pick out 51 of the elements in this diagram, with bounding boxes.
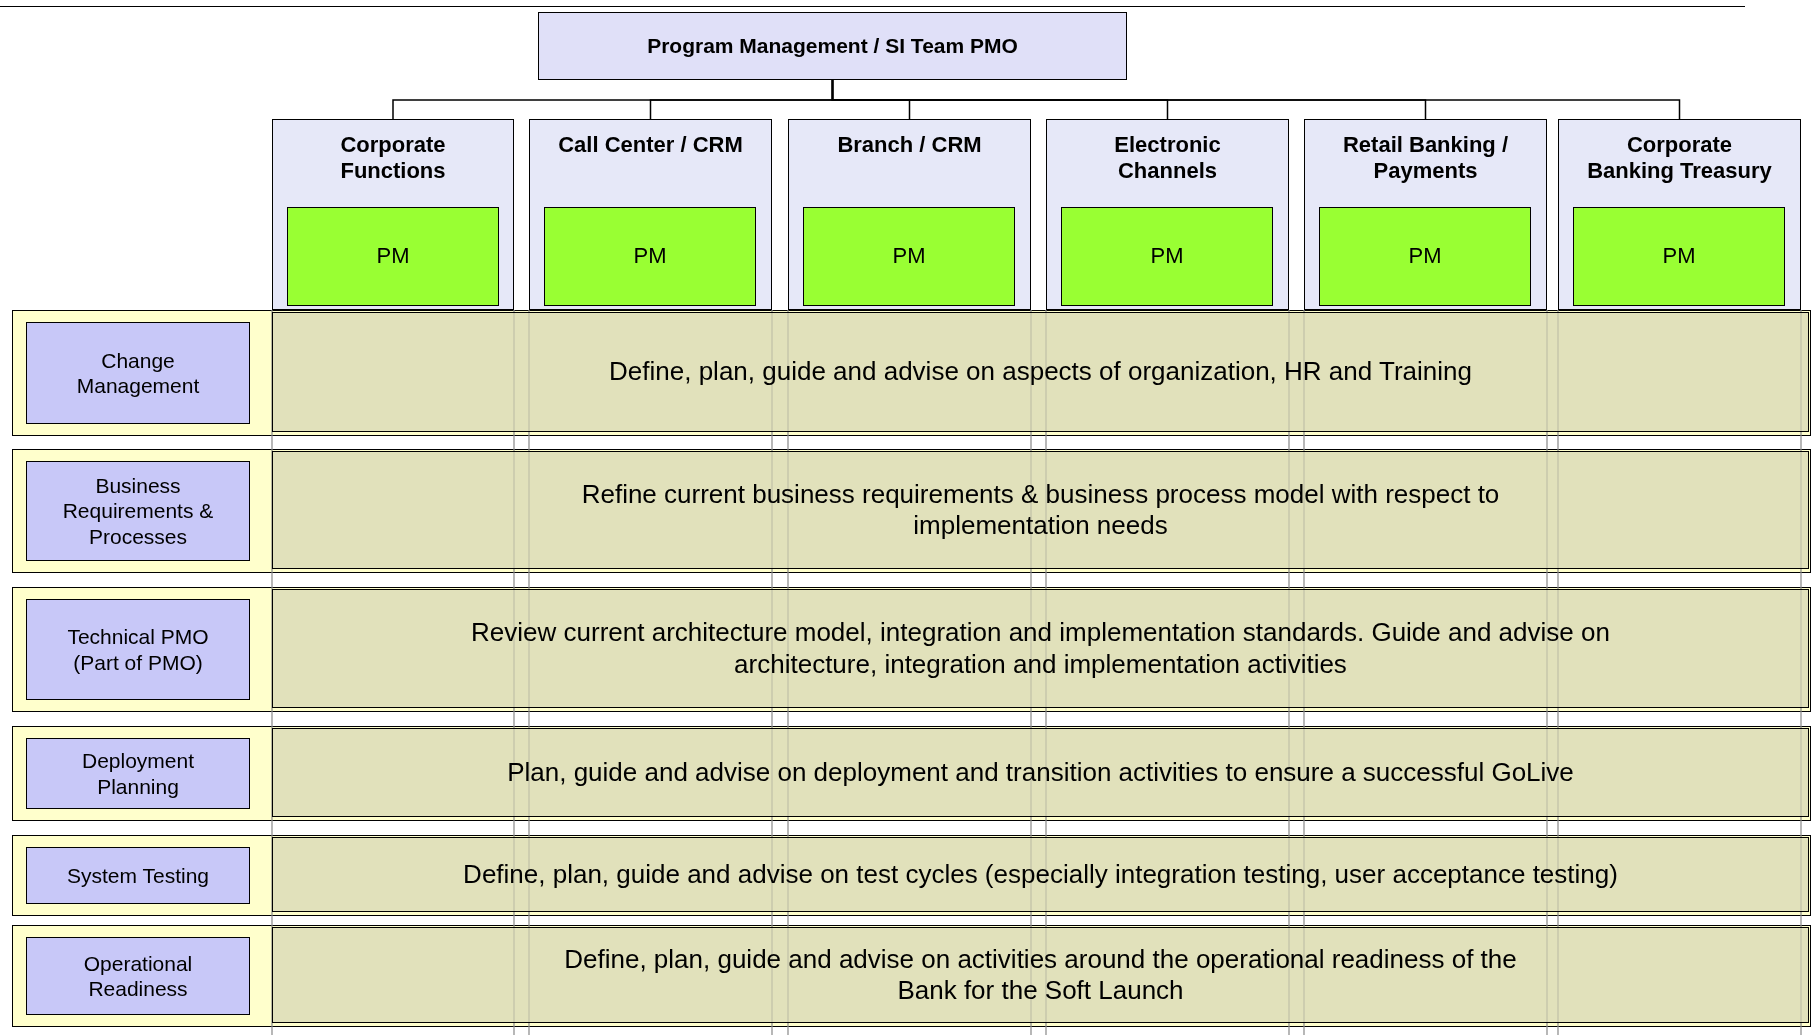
row-label-box (26, 738, 250, 809)
box-label: Technical PMO (Part of PMO) (66, 624, 210, 675)
box-label: Change Management (75, 347, 201, 399)
column-panel (1046, 119, 1289, 310)
row-label-box (26, 599, 250, 700)
pm-box (1573, 207, 1785, 306)
pm-box (1061, 207, 1273, 306)
row-label-box (26, 461, 250, 561)
box-label: System Testing (67, 862, 209, 889)
pm-box (803, 207, 1015, 306)
description-text: Define, plan, guide and advise on aspects of organization, HR and Training (609, 356, 1472, 388)
description-text: Review current architecture model, integration and implementation standards. Guide and advise on architecture, integration and implementation activities (470, 617, 1611, 680)
column-heading: Retail Banking / Payments (1341, 131, 1509, 186)
box-label: Operational Readiness (82, 950, 194, 1002)
pm-box (544, 207, 756, 306)
description-bar (272, 451, 1809, 569)
description-bar (272, 589, 1809, 708)
description-text: Define, plan, guide and advise on test cycles (especially integration testing, user acceptance testing) (463, 858, 1618, 891)
column-heading: Call Center / CRM (557, 131, 744, 159)
description-bar (272, 927, 1809, 1023)
description-bar (272, 728, 1809, 817)
column-panel (1558, 119, 1801, 310)
connector-line (831, 79, 1681, 120)
box-label: PM (633, 243, 667, 270)
box-label: PM (1408, 243, 1442, 270)
row-label-box (26, 937, 250, 1015)
box-label: Program Management / SI Team PMO (647, 33, 1018, 59)
box-label: PM (376, 243, 410, 270)
row-label-box (26, 322, 250, 424)
description-text: Refine current business requirements & business process model with respect to implementation needs (580, 478, 1501, 542)
box-label: PM (1150, 243, 1184, 270)
box-label: PM (1662, 243, 1696, 270)
box-label: PM (892, 243, 926, 270)
description-text: Define, plan, guide and advise on activities around the operational readiness of the Bank for the Soft Launch (563, 943, 1518, 1007)
column-heading: Corporate Banking Treasury (1586, 131, 1773, 186)
column-heading: Corporate Functions (339, 131, 447, 186)
title-box (538, 12, 1127, 80)
pm-box (1319, 207, 1531, 306)
box-label: Business Requirements & Processes (61, 473, 215, 549)
pm-box (287, 207, 499, 306)
column-panel (1304, 119, 1547, 310)
description-bar (272, 837, 1809, 912)
column-panel (788, 119, 1031, 310)
box-label: Deployment Planning (80, 748, 196, 799)
column-panel (272, 119, 514, 310)
column-panel (529, 119, 772, 310)
description-text: Plan, guide and advise on deployment and transition activities to ensure a successful GoLive (507, 756, 1574, 789)
row-label-box (26, 847, 250, 904)
column-heading: Electronic Channels (1113, 131, 1222, 186)
column-heading: Branch / CRM (836, 131, 983, 159)
description-bar (272, 312, 1809, 432)
